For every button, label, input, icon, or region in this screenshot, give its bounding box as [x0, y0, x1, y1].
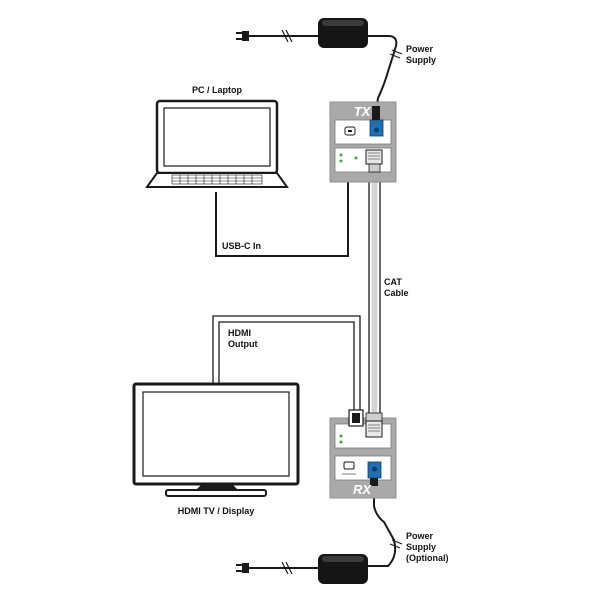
hdmi-output-label-line2: Output [228, 339, 258, 349]
tx-unit-label: TX [354, 104, 372, 119]
power-supply-bottom-label-line1: Power [406, 531, 434, 541]
power-adapter-icon [318, 18, 368, 48]
monitor-icon [132, 382, 300, 497]
usb-c-in-label: USB-C In [222, 241, 261, 251]
power-cable-top-output [368, 35, 403, 113]
dc-jack-connector-icon [367, 461, 382, 486]
tx-unit [329, 101, 397, 183]
power-cable-bottom-input [248, 561, 318, 575]
rx-unit-label: RX [353, 482, 372, 497]
cat-cable-label-line1: CAT [384, 277, 402, 287]
power-supply-bottom-label-line3: (Optional) [406, 553, 449, 563]
laptop-icon [145, 99, 289, 188]
power-plug-icon [236, 563, 249, 573]
power-cable-bottom-output [368, 484, 403, 567]
power-supply-bottom-label-line2: Supply [406, 542, 437, 552]
hdmi-display-label: HDMI TV / Display [177, 506, 255, 516]
power-cable-top-input [248, 29, 318, 43]
power-supply-top-label-line1: Power [406, 44, 434, 54]
hdmi-cable [212, 315, 361, 420]
hdmi-connector-icon [348, 409, 364, 427]
dc-jack-connector-icon [369, 106, 384, 137]
pc-laptop-label: PC / Laptop [192, 85, 242, 95]
power-plug-icon [236, 31, 249, 41]
usb-c-connector-icon [344, 126, 356, 136]
rx-unit [329, 409, 397, 499]
power-supply-top-label-line2: Supply [406, 55, 437, 65]
cat-cable-label-line2: Cable [384, 288, 409, 298]
rj45-connector-icon [365, 412, 383, 438]
cat-cable [368, 169, 381, 417]
rj45-connector-icon [365, 149, 383, 173]
power-adapter-icon [318, 554, 368, 584]
hdmi-output-label-line1: HDMI [228, 328, 251, 338]
